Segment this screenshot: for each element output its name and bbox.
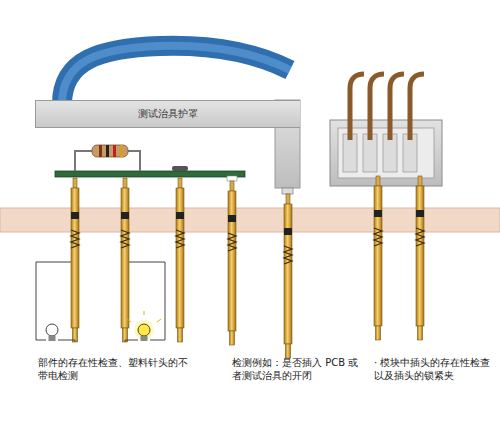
caption-note: 部件的存在性检查、塑料针头的不带电检测 bbox=[38, 356, 188, 382]
caption-note: 检测例如：是否插入 PCB 或者测试治具的开闭 bbox=[232, 356, 362, 382]
caption-note: · 模块中插头的存在性检查以及插头的锁紧夹 bbox=[374, 356, 492, 382]
cover-label: 测试治具护罩 bbox=[138, 107, 198, 121]
fixture-cover: 测试治具护罩 bbox=[35, 100, 300, 128]
